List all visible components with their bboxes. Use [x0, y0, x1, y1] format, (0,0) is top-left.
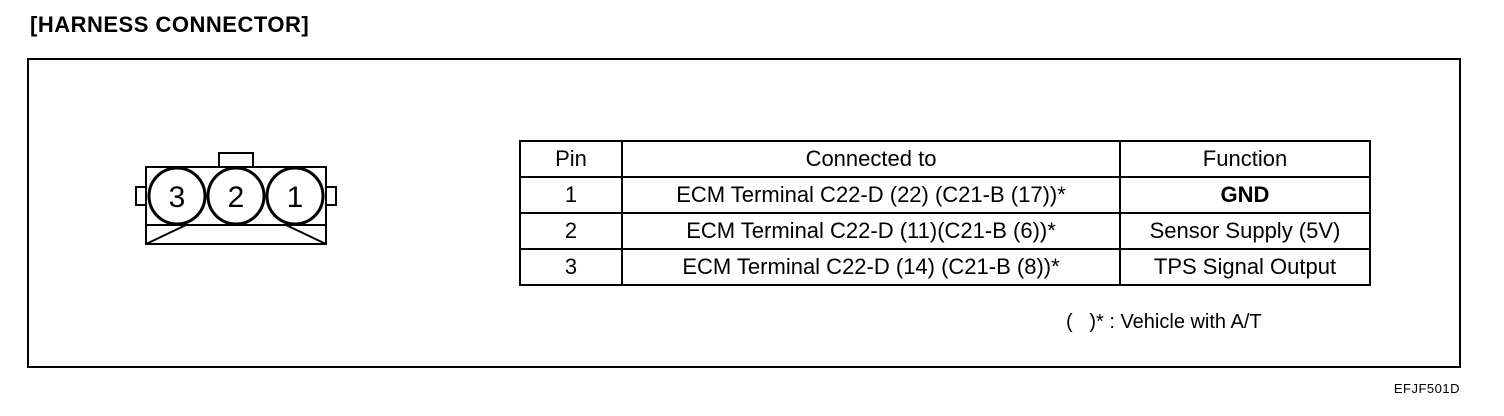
header-connected-to: Connected to [621, 140, 1121, 178]
connector-pin-1: 1 [265, 166, 325, 226]
diagram-frame [27, 58, 1461, 368]
cell-function: TPS Signal Output [1119, 248, 1371, 286]
table-row: 3 ECM Terminal C22-D (14) (C21-B (8))* T… [519, 248, 1371, 286]
at-vehicle-note: ( )* : Vehicle with A/T [1066, 311, 1262, 333]
table-header-row: Pin Connected to Function [519, 140, 1371, 178]
connector-latch [218, 152, 254, 168]
cell-connected-to: ECM Terminal C22-D (22) (C21-B (17))* [621, 176, 1121, 214]
cell-pin: 3 [519, 248, 623, 286]
table-row: 2 ECM Terminal C22-D (11)(C21-B (6))* Se… [519, 212, 1371, 250]
cell-pin: 2 [519, 212, 623, 250]
cell-function: Sensor Supply (5V) [1119, 212, 1371, 250]
cell-connected-to: ECM Terminal C22-D (14) (C21-B (8))* [621, 248, 1121, 286]
connector-left-tab [135, 186, 147, 206]
connector-pin-label: 3 [169, 181, 186, 214]
connector-diagram: 3 2 1 [135, 152, 337, 245]
cell-connected-to: ECM Terminal C22-D (11)(C21-B (6))* [621, 212, 1121, 250]
figure-code: EFJF501D [1393, 381, 1460, 396]
connector-pin-2: 2 [206, 166, 266, 226]
cell-pin: 1 [519, 176, 623, 214]
connector-right-tab [325, 186, 337, 206]
connector-pin-label: 1 [287, 181, 304, 214]
connector-pin-3: 3 [147, 166, 207, 226]
cell-function: GND [1119, 176, 1371, 214]
page-title: [HARNESS CONNECTOR] [30, 12, 310, 37]
connector-pin-label: 2 [228, 181, 245, 214]
pin-table: Pin Connected to Function 1 ECM Terminal… [519, 140, 1371, 286]
header-pin: Pin [519, 140, 623, 178]
table-row: 1 ECM Terminal C22-D (22) (C21-B (17))* … [519, 176, 1371, 214]
header-function: Function [1119, 140, 1371, 178]
